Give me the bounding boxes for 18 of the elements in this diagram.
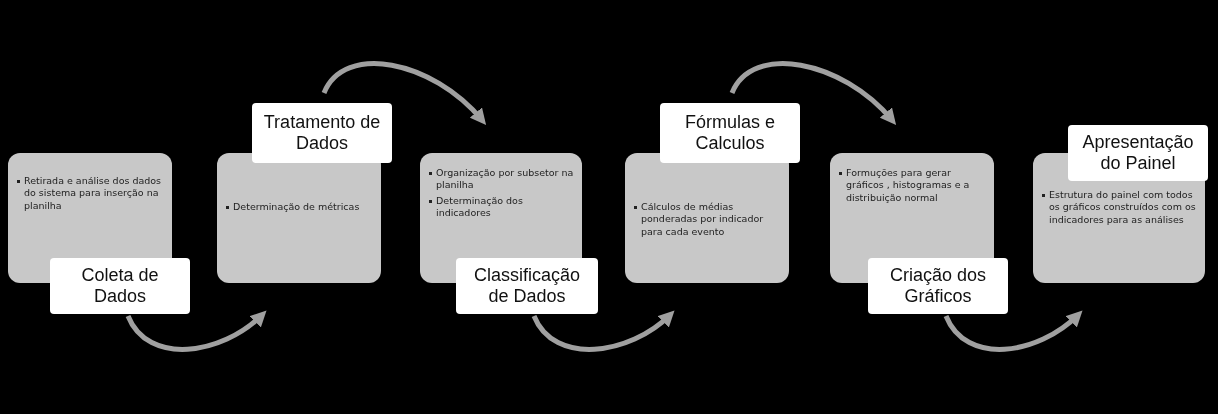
curved-arrow	[321, 61, 487, 125]
step-title: Apresentação do Painel	[1068, 125, 1208, 181]
step-title: Fórmulas e Calculos	[660, 103, 800, 163]
bullet-text: Cálculos de médias ponderadas por indicador para cada evento	[641, 201, 765, 239]
step-title: Coleta de Dados	[50, 258, 190, 314]
step-title: Criação dos Gráficos	[868, 258, 1008, 314]
curved-arrow	[943, 310, 1083, 352]
bullet-text: Estrutura do painel com todos os gráficos construídos com os indicadores para as análises	[1049, 189, 1197, 227]
bullet-text: Determinação de métricas	[233, 201, 360, 214]
curved-arrow	[729, 61, 897, 125]
bullet-text: Formuções para gerar gráficos , histogramas e a distribuição normal	[846, 167, 971, 205]
step-title: Tratamento de Dados	[252, 103, 392, 163]
curved-arrow	[125, 310, 267, 352]
bullet-text: Organização por subsetor na planilha	[436, 167, 574, 192]
step-title: Classificação de Dados	[456, 258, 598, 314]
bullet-text: Retirada e análise dos dados do sistema para inserção na planilha	[24, 175, 163, 213]
curved-arrow	[531, 310, 675, 352]
bullet-text: Determinação dos indicadores	[436, 194, 524, 220]
